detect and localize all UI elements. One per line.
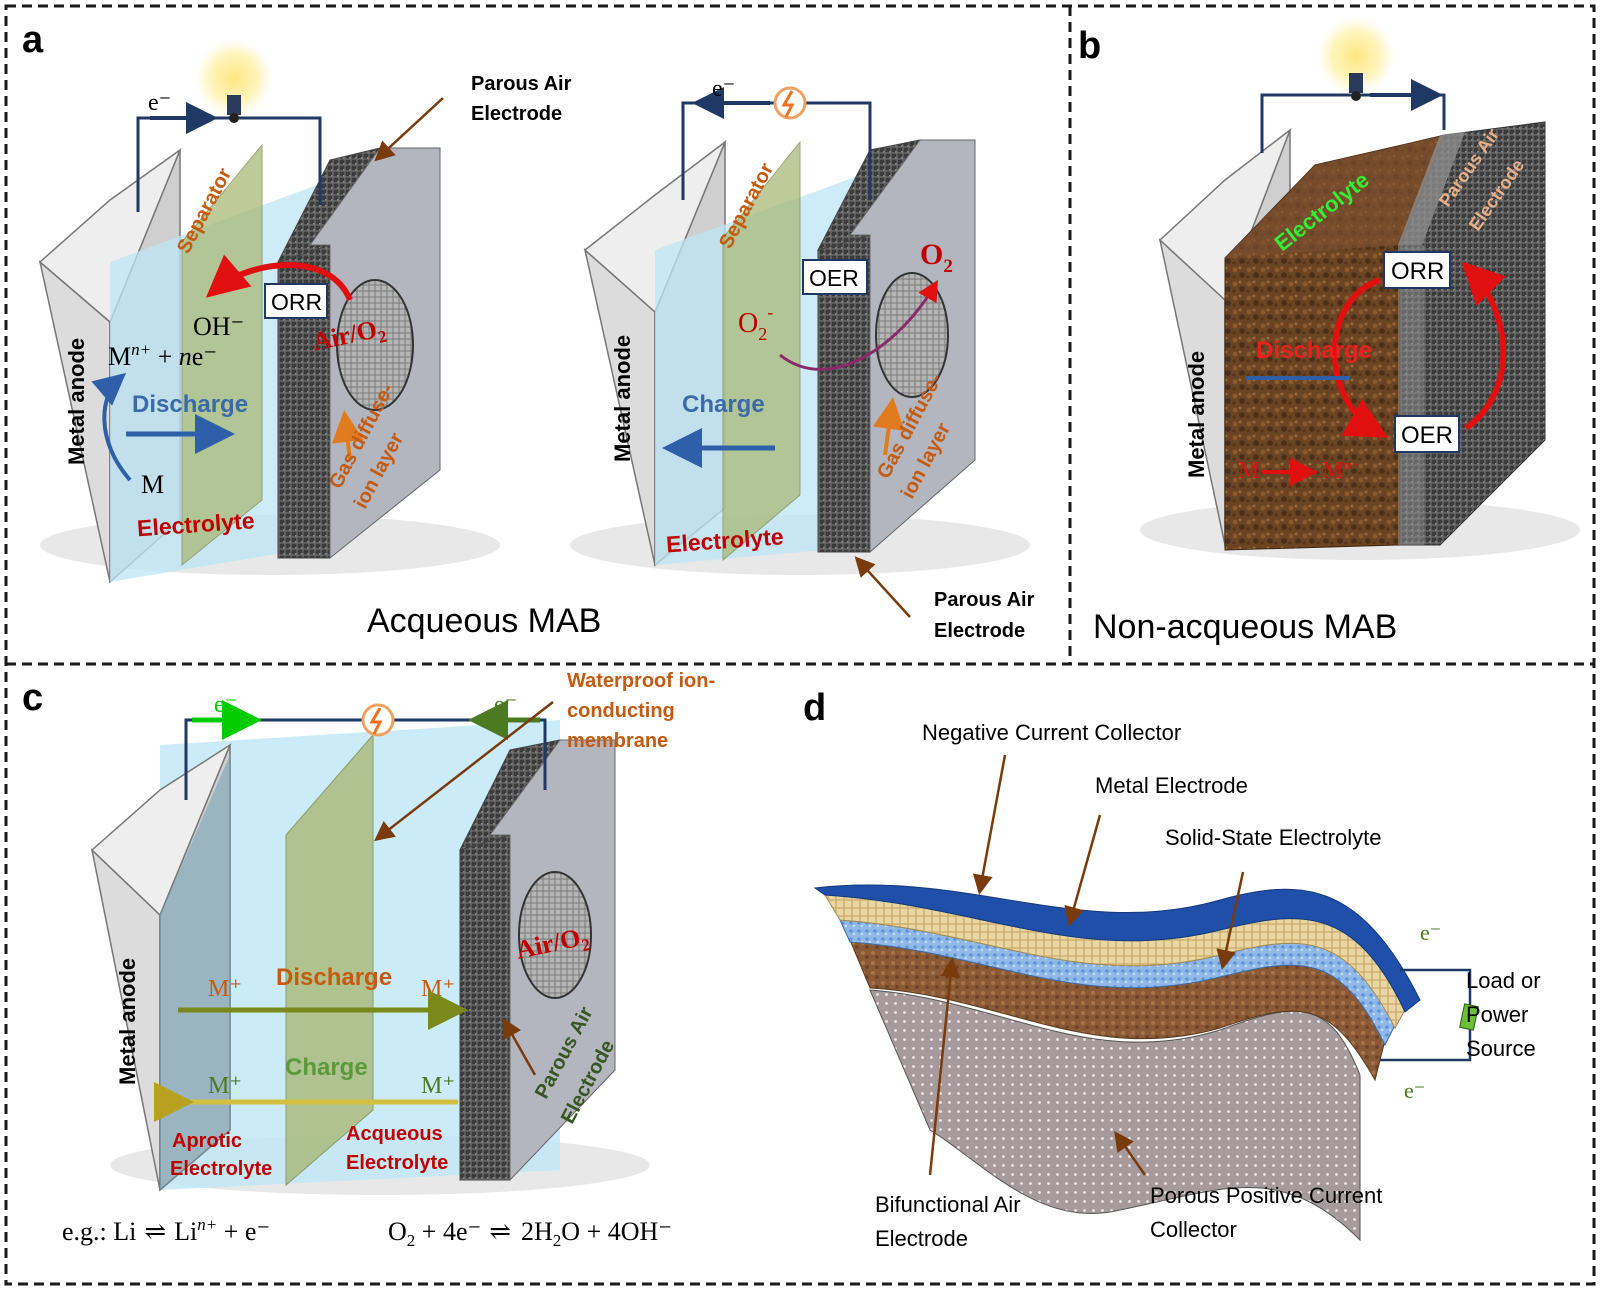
oer-label: OER	[809, 265, 859, 291]
acqueous-label-1: Acqueous	[346, 1123, 443, 1145]
electron-label: e⁻	[148, 90, 171, 116]
panel-b: b Electrolyte Parous Air Electrode ORR O…	[1078, 16, 1580, 646]
metal-anode-label: Metal anode	[64, 338, 89, 465]
light-bulb-icon	[1316, 16, 1396, 96]
metal-label: M	[141, 470, 164, 499]
metal-label: M	[1238, 458, 1259, 484]
metal-anode-label: Metal anode	[610, 335, 635, 462]
panel-borders	[4, 4, 1596, 1286]
acqueous-label-2: Electrolyte	[346, 1152, 448, 1174]
oer-arrow	[779, 279, 939, 371]
membrane-label-1: Waterproof ion-	[567, 670, 715, 692]
o2-label: O2	[920, 238, 953, 277]
air-electrode-top-label-2: Electrode	[471, 103, 562, 125]
discharge-label: Discharge	[1256, 337, 1372, 364]
air-pore-region	[336, 279, 414, 411]
metal-ion-label: Mn+	[1322, 457, 1357, 484]
m-plus-label: M⁺	[208, 976, 242, 1002]
membrane-plate	[285, 733, 374, 1187]
solid-electrolyte-label: Solid-State Electrolyte	[1165, 825, 1381, 850]
separator-plate	[181, 143, 263, 567]
discharge-label: Discharge	[276, 964, 392, 991]
bifunctional-label-2: Electrode	[875, 1226, 968, 1251]
panel-a-discharge-cell: e⁻ Metal anode Separator ORR OH⁻ Mn+ + n…	[38, 38, 500, 584]
power-source-icon	[361, 703, 395, 737]
metal-ion-equation: Mn+ + ne⁻	[108, 340, 217, 371]
membrane-label-2: conducting	[567, 700, 675, 722]
power-source-icon	[773, 86, 807, 120]
porous-collector-label-1: Porous Positive Current	[1150, 1183, 1382, 1208]
charge-label: Charge	[285, 1054, 368, 1081]
discharge-label: Discharge	[132, 391, 248, 418]
negative-collector-label: Negative Current Collector	[922, 720, 1181, 745]
electron-label: e⁻	[712, 76, 735, 102]
panel-a-letter: a	[22, 19, 44, 61]
m-plus-label: M⁺	[421, 976, 455, 1002]
load-label-1: Load or	[1466, 968, 1541, 993]
hydroxide-label: OH⁻	[193, 312, 244, 341]
light-bulb-icon	[194, 38, 274, 118]
aprotic-label-2: Electrolyte	[170, 1158, 272, 1180]
electron-right-label: e⁻	[494, 692, 517, 718]
electron-left-label: e⁻	[214, 692, 237, 718]
metal-electrode-label: Metal Electrode	[1095, 773, 1248, 798]
load-label-3: Source	[1466, 1036, 1536, 1061]
porous-positive-collector-layer	[869, 989, 1361, 1242]
metal-anode-label: Metal anode	[115, 958, 140, 1085]
m-plus-label: M⁺	[421, 1073, 455, 1099]
discharge-cycle-arrow	[1331, 277, 1389, 438]
panel-c: c e⁻ e⁻ Waterproof ion- conducting membr…	[22, 670, 715, 1250]
air-electrode-bottom-label-1: Parous Air	[934, 589, 1035, 611]
panel-a-title: Acqueous MAB	[367, 602, 601, 640]
m-plus-label: M⁺	[208, 1073, 242, 1099]
anode-equation: e.g.: Li⇌Lin+ + e⁻	[62, 1215, 270, 1246]
orr-label: ORR	[1391, 258, 1444, 285]
metal-anode-label: Metal anode	[1184, 351, 1209, 478]
charge-label: Charge	[682, 391, 765, 418]
panel-c-letter: c	[22, 677, 43, 719]
panel-b-letter: b	[1078, 25, 1101, 67]
panel-a: a e⁻ Metal anode Separat	[22, 19, 1035, 642]
orr-arrow	[205, 254, 353, 302]
aprotic-label-1: Aprotic	[172, 1130, 242, 1152]
bifunctional-label-1: Bifunctional Air	[875, 1192, 1021, 1217]
air-electrode-bottom-label-2: Electrode	[934, 620, 1025, 642]
membrane-label-3: membrane	[567, 730, 668, 752]
panel-b-title: Non-acqueous MAB	[1093, 608, 1397, 646]
orr-label: ORR	[271, 289, 322, 315]
oer-label: OER	[1401, 422, 1453, 449]
cathode-equation: O2 + 4e⁻⇌2H2O + 4OH⁻	[388, 1217, 672, 1250]
porous-collector-label-2: Collector	[1150, 1217, 1237, 1242]
panel-d-letter: d	[803, 687, 826, 729]
air-electrode-top-label-1: Parous Air	[471, 73, 572, 95]
electron-top-label: e⁻	[1420, 920, 1441, 945]
superoxide-label: O2-	[738, 302, 773, 344]
panel-d: d e⁻ e⁻ Load or Power Source Negative Cu…	[803, 687, 1541, 1251]
panel-a-charge-cell: e⁻ Metal anode Separator OER O2 O2- Char…	[570, 76, 1030, 575]
load-label-2: Power	[1466, 1002, 1528, 1027]
electron-bottom-label: e⁻	[1404, 1078, 1425, 1103]
load-resistor-icon	[1459, 1003, 1479, 1031]
